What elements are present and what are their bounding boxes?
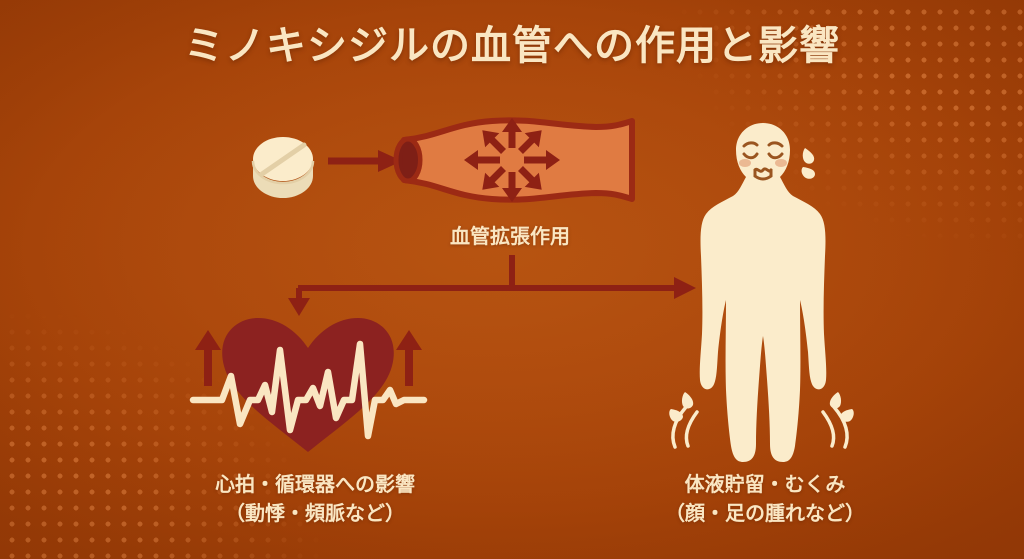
foot-swelling-marks-left-icon [669, 392, 699, 449]
vessel-expansion-arrows-icon [464, 118, 560, 202]
edema-caption-line1: 体液貯留・むくみ [684, 472, 846, 496]
edema-caption-line2: （顔・足の腫れなど） [665, 501, 865, 525]
dilated-blood-vessel-icon [393, 117, 635, 203]
heart-increase-arrows-icon [195, 330, 422, 386]
heart-caption-line1: 心拍・循環器への影響 [215, 472, 415, 496]
swollen-body-icon [669, 123, 854, 462]
sweat-drops-icon [801, 148, 815, 179]
distressed-face-icon [742, 141, 784, 181]
minoxidil-tablet-icon [251, 137, 315, 198]
edema-caption: 体液貯留・むくみ （顔・足の腫れなど） [615, 470, 915, 528]
connector-pill-to-vessel-icon [328, 150, 402, 172]
vessel-caption-line1: 血管拡張作用 [450, 224, 570, 248]
heart-caption-line2: （動悸・頻脈など） [225, 501, 405, 525]
heart-caption: 心拍・循環器への影響 （動悸・頻脈など） [165, 470, 465, 528]
connector-branch-icon [288, 255, 696, 316]
vessel-caption: 血管拡張作用 [400, 222, 620, 251]
foot-swelling-marks-right-icon [821, 392, 854, 449]
heart-rate-icon [189, 318, 428, 452]
page-title: ミノキシジルの血管への作用と影響 [184, 23, 840, 69]
blush-cheeks-icon [739, 159, 787, 167]
